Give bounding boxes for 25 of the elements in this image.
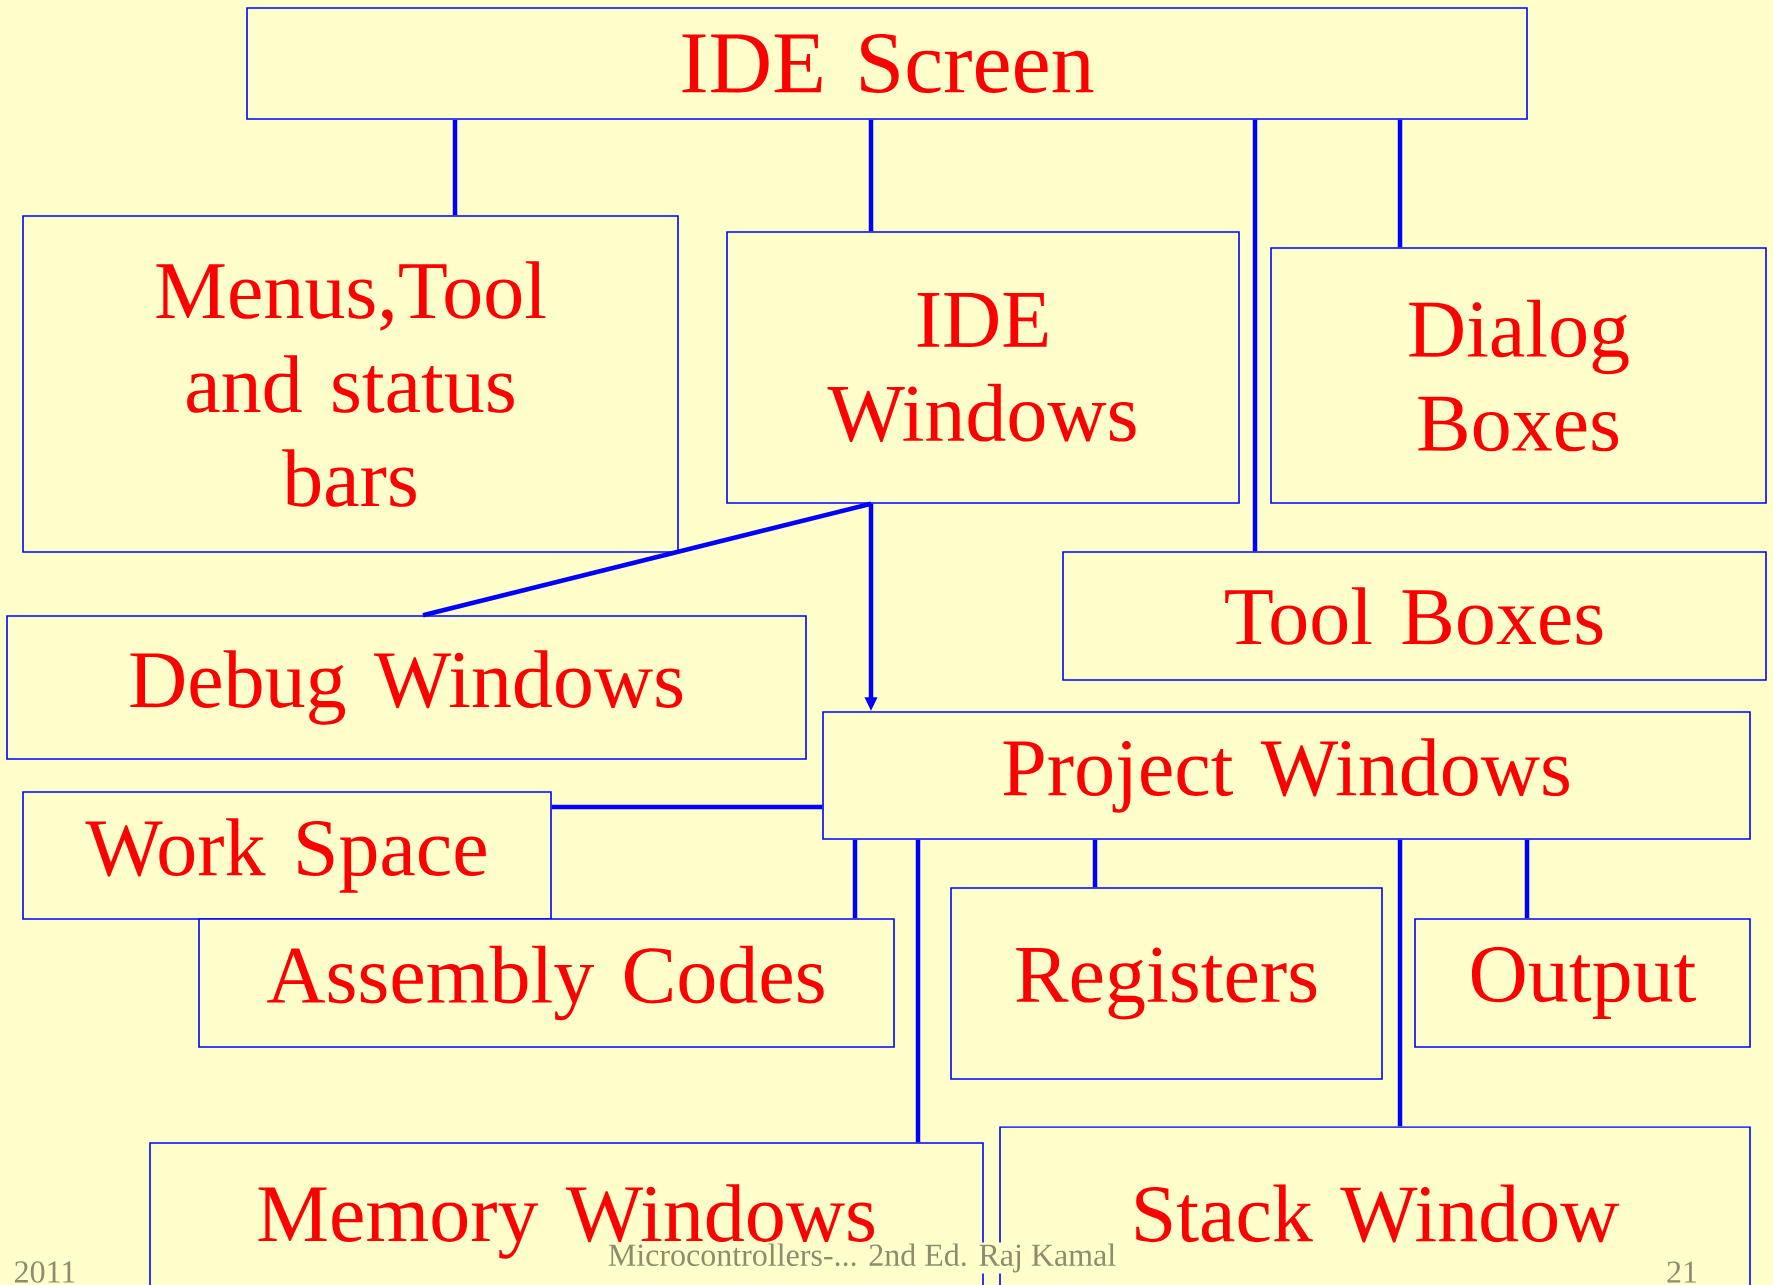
box: Menus,Tool and status bars: [22, 215, 679, 553]
footer-text: 2011: [12, 1260, 78, 1284]
connector: [422, 501, 872, 618]
footer-text: Microcontrollers-... 2nd Ed. Raj Kamal: [606, 1242, 1118, 1274]
connector: [852, 839, 858, 919]
box: IDE Screen: [246, 7, 1528, 120]
box: Assembly Codes: [198, 918, 895, 1048]
connector: [1252, 119, 1258, 552]
connector: [1524, 839, 1530, 919]
connector: [1397, 119, 1403, 248]
connector: [452, 120, 458, 216]
connector: [915, 839, 921, 1143]
box: Output: [1414, 918, 1751, 1048]
connector: [868, 119, 874, 232]
connector: [1397, 839, 1403, 1127]
box: IDE Windows: [726, 231, 1240, 504]
footer-text: 21: [1665, 1260, 1699, 1284]
box: Dialog Boxes: [1270, 247, 1767, 504]
box: Tool Boxes: [1062, 551, 1767, 681]
box: Work Space: [22, 791, 552, 920]
box: Debug Windows: [6, 615, 807, 760]
connector: [551, 804, 823, 810]
box: Project Windows: [822, 711, 1751, 840]
connector: [1092, 839, 1098, 888]
box: Registers: [950, 887, 1383, 1080]
